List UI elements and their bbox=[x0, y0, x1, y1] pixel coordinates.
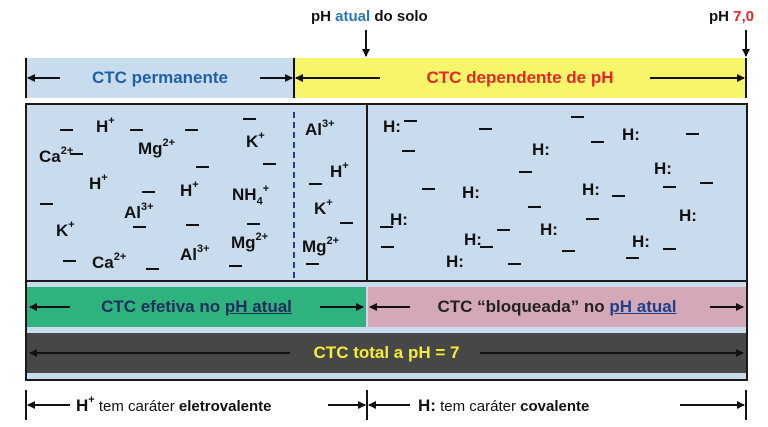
ctc-bloqueada-label: CTC “bloqueada” no pH atual bbox=[432, 297, 682, 317]
ion-mg: Mg2+ bbox=[231, 231, 269, 252]
ion-h-colon: H: bbox=[446, 252, 464, 271]
minus-charge bbox=[340, 222, 353, 224]
minus-charge bbox=[185, 129, 198, 131]
ctc-bloqueada-bar: CTC “bloqueada” no pH atual bbox=[368, 287, 746, 327]
ion-h-colon: H: bbox=[532, 140, 550, 159]
ion-ca: Ca2+ bbox=[39, 145, 74, 166]
ion-h-colon: H: bbox=[383, 117, 401, 136]
ion-ca: Ca2+ bbox=[92, 251, 127, 272]
ctc-permanente-bar: CTC permanente bbox=[26, 58, 294, 98]
minus-charge bbox=[40, 203, 53, 205]
covalente-label: H: tem caráter covalente bbox=[414, 396, 594, 416]
ion-h-colon: H: bbox=[679, 206, 697, 225]
minus-charge bbox=[479, 128, 492, 130]
ph-atual-prefix: pH bbox=[311, 8, 336, 25]
efetiva-prefix: CTC efetiva no bbox=[101, 297, 225, 316]
minus-charge bbox=[528, 206, 541, 208]
ctc-efetiva-bar: CTC efetiva no pH atual bbox=[27, 287, 366, 327]
minus-charge bbox=[63, 260, 76, 262]
minus-charge bbox=[700, 182, 713, 184]
ion-h-colon: H: bbox=[464, 230, 482, 249]
ph7-value: 7,0 bbox=[733, 8, 755, 25]
ctc-efetiva-label: CTC efetiva no pH atual bbox=[96, 297, 297, 317]
ctc-dependente-label: CTC dependente de pH bbox=[421, 68, 619, 88]
divider-line bbox=[366, 103, 368, 281]
minus-charge bbox=[571, 116, 584, 118]
minus-charge bbox=[263, 163, 276, 165]
ion-mg: Mg2+ bbox=[302, 235, 340, 256]
minus-charge bbox=[663, 186, 676, 188]
minus-charge bbox=[130, 129, 143, 131]
minus-charge bbox=[309, 183, 322, 185]
ion-k: K+ bbox=[56, 219, 75, 240]
minus-charge bbox=[686, 133, 699, 135]
ion-h-plus: H+ bbox=[180, 179, 199, 200]
ion-mg: Mg2+ bbox=[138, 137, 176, 158]
minus-charge bbox=[519, 171, 532, 173]
ion-area-bottom-line bbox=[25, 280, 748, 282]
efetiva-underlined: pH atual bbox=[224, 297, 292, 316]
minus-charge bbox=[591, 141, 604, 143]
ctc-total-label: CTC total a pH = 7 bbox=[308, 343, 465, 363]
minus-charge bbox=[562, 250, 575, 252]
bloqueada-prefix: CTC “bloqueada” no bbox=[437, 297, 610, 316]
minus-charge bbox=[380, 226, 393, 228]
minus-charge bbox=[404, 120, 417, 122]
ion-h-colon: H: bbox=[632, 232, 650, 251]
ion-h-colon: H: bbox=[582, 180, 600, 199]
minus-charge bbox=[586, 218, 599, 220]
minus-charge bbox=[60, 129, 73, 131]
ion-al: Al3+ bbox=[180, 243, 210, 264]
minus-charge bbox=[612, 195, 625, 197]
ph7-label: pH 7,0 bbox=[709, 8, 754, 25]
minus-charge bbox=[229, 265, 242, 267]
ph-atual-suffix: do solo bbox=[370, 8, 428, 25]
minus-charge bbox=[663, 248, 676, 250]
minus-charge bbox=[196, 166, 209, 168]
ion-h-plus: H+ bbox=[96, 115, 115, 136]
ion-al: Al3+ bbox=[124, 201, 154, 222]
ctc-permanente-label: CTC permanente bbox=[86, 68, 234, 88]
minus-charge bbox=[247, 223, 260, 225]
ion-h-plus: H+ bbox=[89, 172, 108, 193]
minus-charge bbox=[508, 263, 521, 265]
minus-charge bbox=[243, 118, 256, 120]
ion-h-colon: H: bbox=[654, 159, 672, 178]
minus-charge bbox=[497, 229, 510, 231]
ctc-dependente-bar: CTC dependente de pH bbox=[294, 58, 746, 98]
minus-charge bbox=[142, 191, 155, 193]
minus-charge bbox=[402, 150, 415, 152]
ph7-prefix: pH bbox=[709, 8, 734, 25]
ph-atual-label: pH atual do solo bbox=[311, 8, 428, 25]
bloqueada-underlined: pH atual bbox=[609, 297, 677, 316]
minus-charge bbox=[133, 226, 146, 228]
ion-h-plus: H+ bbox=[330, 160, 349, 181]
ion-h-colon: H: bbox=[390, 210, 408, 229]
minus-charge bbox=[422, 188, 435, 190]
eletrovalente-label: H+ tem caráter eletrovalente bbox=[72, 394, 276, 416]
minus-charge bbox=[146, 268, 159, 270]
minus-charge bbox=[186, 224, 199, 226]
minus-charge bbox=[480, 246, 493, 248]
ion-h-colon: H: bbox=[540, 220, 558, 239]
minus-charge bbox=[626, 257, 639, 259]
ion-h-colon: H: bbox=[622, 125, 640, 144]
ion-k: K+ bbox=[314, 197, 333, 218]
minus-charge bbox=[381, 246, 394, 248]
ion-h-colon: H: bbox=[462, 183, 480, 202]
minus-charge bbox=[306, 263, 319, 265]
ph-atual-word: atual bbox=[335, 8, 371, 25]
ion-k: K+ bbox=[246, 130, 265, 151]
ion-nh4: NH4+ bbox=[232, 183, 270, 208]
ion-al: Al3+ bbox=[305, 118, 335, 139]
minus-charge bbox=[70, 153, 83, 155]
